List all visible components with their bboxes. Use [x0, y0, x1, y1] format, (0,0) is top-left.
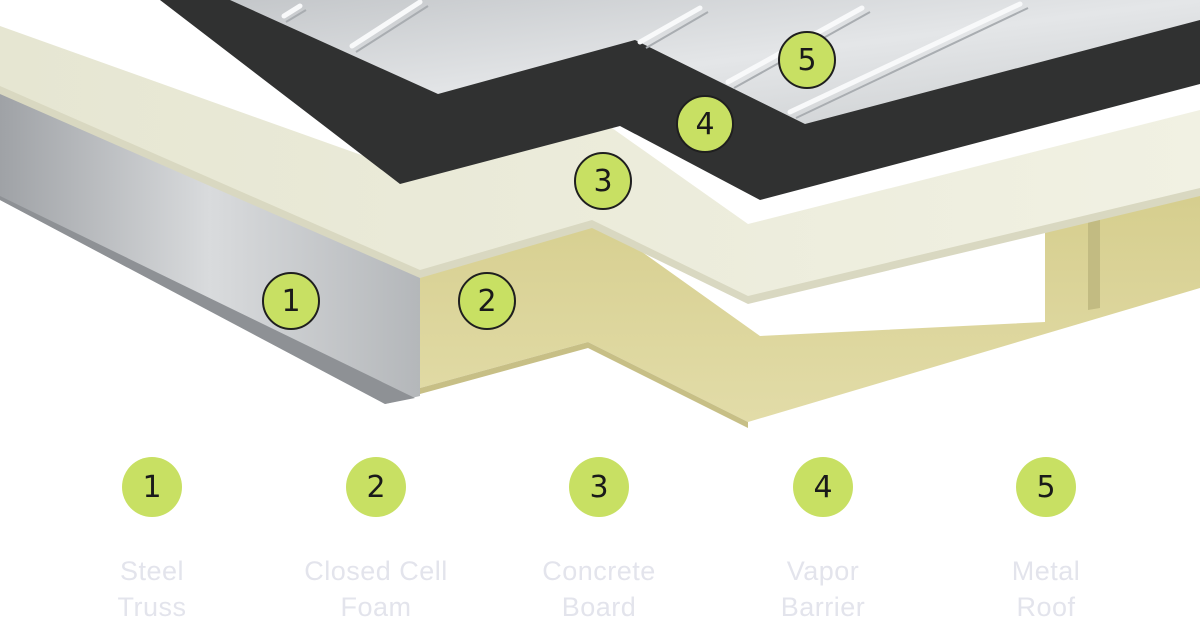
- illustration-badge-5: 5: [778, 31, 836, 89]
- illustration-badge-1: 1: [262, 272, 320, 330]
- legend-label-closed-cell-foam: Closed Cell Foam: [304, 556, 448, 618]
- legend-badge-5: 5: [1016, 457, 1076, 517]
- legend-badge-3: 3: [569, 457, 629, 517]
- legend-item-vapor-barrier: 4 Vapor Barrier: [713, 455, 933, 618]
- layer-legend: 1 Steel Truss 2 Closed Cell Foam 3 Concr…: [0, 455, 1200, 618]
- closed-cell-foam-layer: [420, 196, 1200, 428]
- legend-item-metal-roof: 5 Metal Roof: [936, 455, 1156, 618]
- illustration-badge-4: 4: [676, 95, 734, 153]
- legend-item-concrete-board: 3 Concrete Board: [489, 455, 709, 618]
- legend-item-steel-truss: 1 Steel Truss: [42, 455, 262, 618]
- roof-layers-illustration: [0, 0, 1200, 428]
- legend-label-vapor-barrier: Vapor Barrier: [780, 556, 866, 618]
- legend-label-concrete-board: Concrete Board: [542, 556, 656, 618]
- legend-badge-1: 1: [122, 457, 182, 517]
- illustration-badge-2: 2: [458, 272, 516, 330]
- legend-label-metal-roof: Metal Roof: [1011, 556, 1081, 618]
- legend-badge-4: 4: [793, 457, 853, 517]
- legend-item-closed-cell-foam: 2 Closed Cell Foam: [266, 455, 486, 618]
- illustration-badge-3: 3: [574, 152, 632, 210]
- steel-truss-layer: [0, 88, 420, 404]
- legend-badge-2: 2: [346, 457, 406, 517]
- legend-label-steel-truss: Steel Truss: [117, 556, 187, 618]
